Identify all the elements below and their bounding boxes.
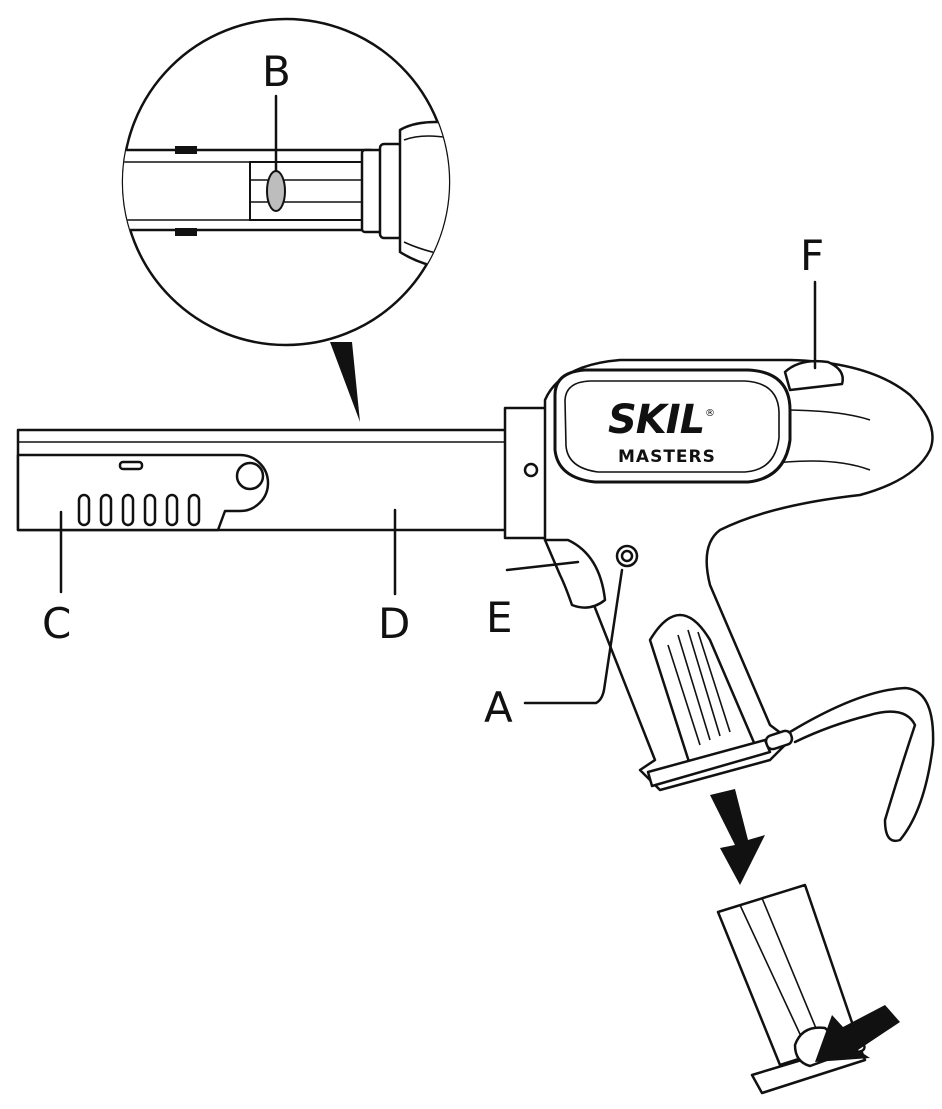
label-a: A (484, 683, 513, 732)
part-labels: B F C D E A (42, 47, 824, 732)
label-c: C (42, 599, 71, 648)
head-vents (77, 493, 201, 527)
wrist-strap (764, 686, 935, 843)
label-f: F (800, 231, 824, 280)
grip-ribs (667, 629, 731, 746)
logo-registered-mark: ® (705, 408, 715, 419)
label-e: E (486, 593, 513, 642)
leader-lines (59, 280, 817, 705)
detail-magnifier (121, 17, 451, 422)
label-b: B (262, 47, 291, 96)
tool-body (16, 358, 934, 792)
label-d: D (378, 599, 410, 648)
logo-plate: SKIL ® MASTERS (553, 368, 792, 484)
logo-line: MASTERS (618, 447, 716, 467)
removal-arrow (710, 789, 765, 885)
battery-holder (716, 883, 900, 1095)
logo-brand: SKIL (608, 397, 704, 443)
